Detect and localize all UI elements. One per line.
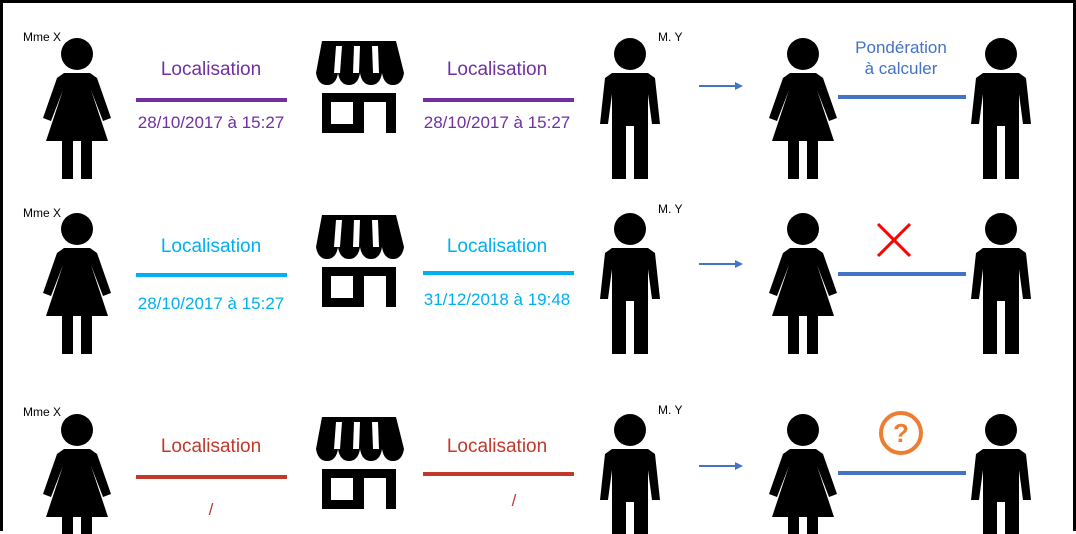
woman-label: Mme X: [23, 30, 62, 44]
right-date-label: /: [511, 491, 517, 510]
store-icon: [316, 417, 404, 509]
man-label: M. Y: [658, 403, 683, 417]
row-1: [43, 38, 1031, 179]
weighting-label-line1: Pondération: [855, 38, 947, 57]
woman-label: Mme X: [23, 405, 62, 419]
man-icon: [600, 38, 660, 179]
right-date-label: 31/12/2018 à 19:48: [423, 290, 571, 309]
question-mark-icon: ?: [879, 411, 923, 455]
woman-icon: [769, 213, 837, 354]
man-label: M. Y: [658, 30, 683, 44]
left-date-label: 28/10/2017 à 15:27: [137, 294, 285, 313]
woman-icon: [769, 38, 837, 179]
woman-icon: [43, 213, 111, 354]
left-location-label: Localisation: [160, 59, 262, 80]
left-location-label: Localisation: [160, 236, 262, 257]
right-location-label: Localisation: [446, 59, 548, 80]
woman-label: Mme X: [23, 206, 62, 220]
man-icon: [600, 213, 660, 354]
right-location-label: Localisation: [446, 436, 548, 457]
woman-icon: [769, 414, 837, 534]
svg-text:?: ?: [893, 418, 909, 448]
woman-icon: [43, 414, 111, 534]
right-date-label: 28/10/2017 à 15:27: [423, 113, 571, 132]
diagram-canvas: ?: [43, 38, 1031, 534]
row-2: [43, 213, 1031, 354]
right-location-label: Localisation: [446, 236, 548, 257]
man-icon: [971, 414, 1031, 534]
man-label: M. Y: [658, 202, 683, 216]
store-icon: [316, 215, 404, 307]
cross-icon: [876, 222, 912, 258]
man-icon: [971, 38, 1031, 179]
left-location-label: Localisation: [160, 436, 262, 457]
weighting-label: Pondération à calculer: [831, 37, 971, 79]
row-3: ?: [43, 411, 1031, 534]
store-icon: [316, 41, 404, 133]
left-date-label: /: [208, 500, 214, 519]
weighting-label-line2: à calculer: [864, 59, 938, 78]
man-icon: [971, 213, 1031, 354]
woman-icon: [43, 38, 111, 179]
man-icon: [600, 414, 660, 534]
left-date-label: 28/10/2017 à 15:27: [137, 113, 285, 132]
